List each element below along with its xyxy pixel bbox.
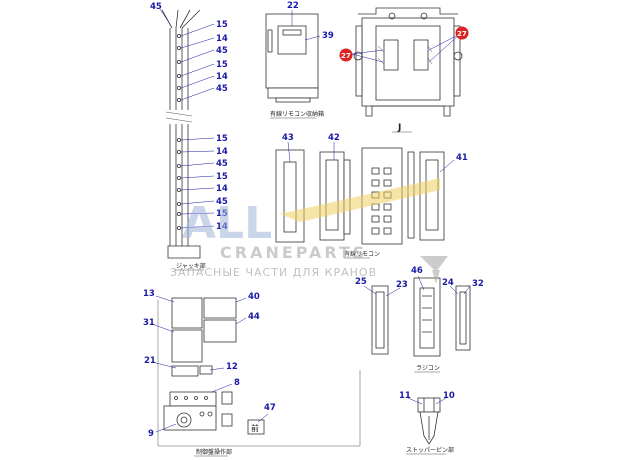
callout-10: 10	[443, 391, 455, 401]
callout-25: 25	[355, 277, 367, 287]
callout-14-b: 14	[216, 72, 228, 82]
callout-27-left: 27	[341, 52, 351, 60]
jack-section: 45 15 14 45 15 14 45 15 14 45 15 14 45 1…	[150, 2, 228, 271]
caption-view-j: J	[397, 123, 401, 133]
remote-storage-box: 22 39 有線リモコン収納箱	[265, 1, 334, 119]
stopper-pin-group: 11 10 ストッパーピン部	[399, 391, 455, 455]
front-mark-label: 前	[251, 423, 259, 433]
callout-24: 24	[442, 278, 454, 288]
watermark-brand-main: ALL	[182, 198, 272, 249]
highlight-27-right	[455, 26, 469, 40]
callout-40: 40	[248, 292, 260, 302]
callout-13: 13	[143, 289, 155, 299]
callout-27-right: 27	[457, 30, 467, 38]
callout-41: 41	[456, 153, 468, 163]
caption-control-panel: 制御盤操作部	[196, 448, 232, 456]
callout-45-d: 45	[216, 197, 228, 207]
caption-radio-remote: ラジコン	[416, 365, 440, 372]
caption-remote-storage: 有線リモコン収納箱	[270, 110, 324, 118]
control-panel-group: 前 13 40 31 44 21 12 8 9 47 制御盤操作部	[143, 289, 361, 457]
callout-46: 46	[411, 266, 423, 276]
callout-39: 39	[322, 31, 334, 41]
radio-remote-group: 25 23 46 24 32 ラジコン	[355, 266, 484, 373]
callout-8: 8	[234, 378, 240, 388]
callout-15-a: 15	[216, 20, 228, 30]
caption-jack: ジャッキ部	[176, 262, 206, 270]
callout-45-a: 45	[216, 46, 228, 56]
callout-15-e: 15	[216, 209, 228, 219]
callout-14-a: 14	[216, 34, 228, 44]
callout-11: 11	[399, 391, 411, 401]
caption-stopper-pin: ストッパーピン部	[406, 446, 454, 454]
callout-12: 12	[226, 362, 238, 372]
watermark-tagline: ЗАПАСНЫЕ ЧАСТИ ДЛЯ КРАНОВ	[170, 266, 377, 279]
callout-22: 22	[287, 1, 299, 11]
callout-31: 31	[143, 318, 155, 328]
callout-14-d: 14	[216, 184, 228, 194]
callout-44: 44	[248, 312, 260, 322]
watermark-brand-sub: CRANEPARTS	[220, 243, 367, 262]
callout-15-d: 15	[216, 172, 228, 182]
callout-9: 9	[148, 429, 154, 439]
callout-42: 42	[328, 133, 340, 143]
callout-15-c: 15	[216, 134, 228, 144]
callout-47: 47	[264, 403, 276, 413]
watermark-hook-icon	[420, 256, 448, 284]
callout-45-c: 45	[216, 159, 228, 169]
callout-15-b: 15	[216, 60, 228, 70]
callout-43: 43	[282, 133, 294, 143]
callout-45-top: 45	[150, 2, 162, 12]
caption-wired-remote: 有線リモコン	[344, 250, 380, 258]
view-j: 27 27 J	[339, 7, 469, 133]
callout-45-b: 45	[216, 84, 228, 94]
highlight-27-left	[339, 48, 353, 62]
callout-21: 21	[144, 356, 156, 366]
callout-14-c: 14	[216, 147, 228, 157]
callout-14-e: 14	[216, 222, 228, 232]
callout-32: 32	[472, 279, 484, 289]
callout-23: 23	[396, 280, 408, 290]
watermark: ALL CRANEPARTS ЗАПАСНЫЕ ЧАСТИ ДЛЯ КРАНОВ	[170, 178, 448, 284]
watermark-swoosh	[280, 178, 440, 222]
